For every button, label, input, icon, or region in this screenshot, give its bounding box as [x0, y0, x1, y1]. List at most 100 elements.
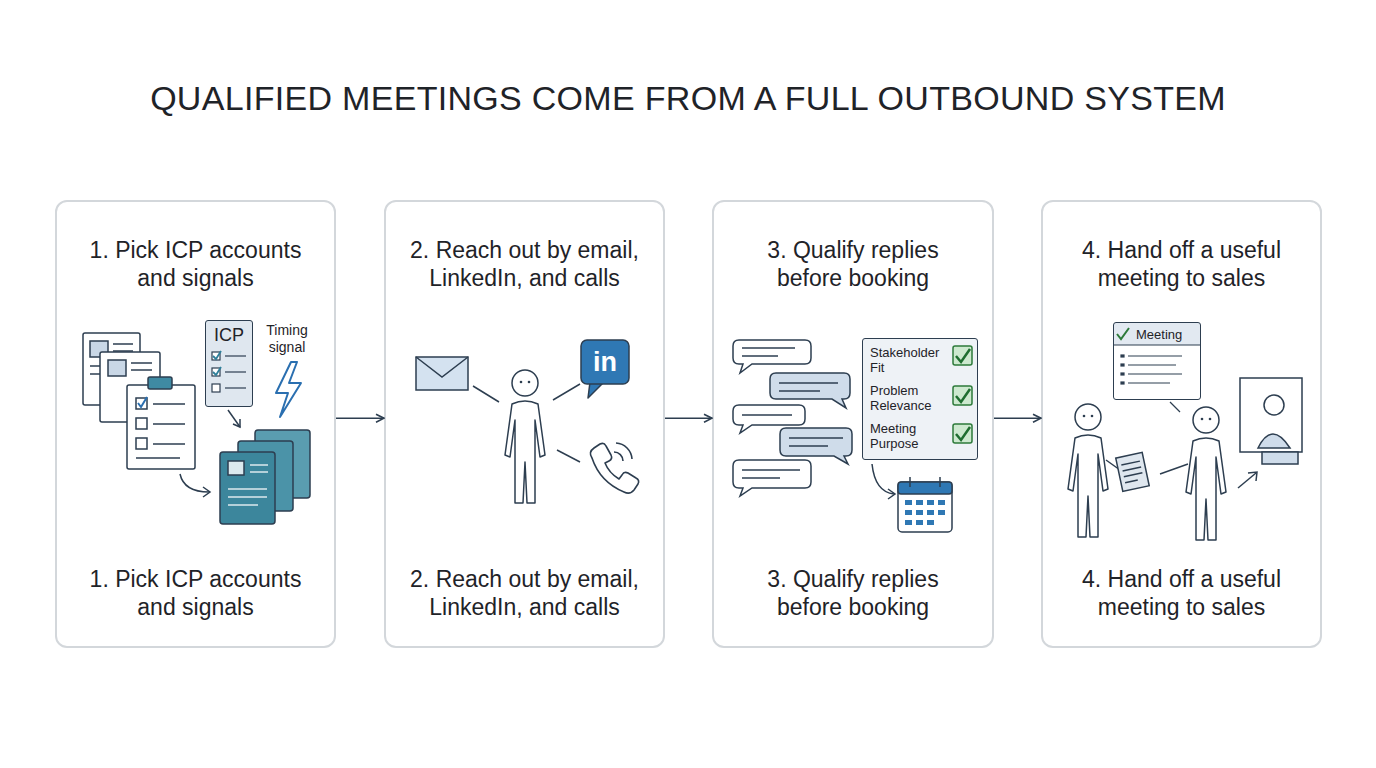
flow-arrow	[994, 417, 1041, 419]
video-monitor-part	[1248, 472, 1257, 481]
icp-card: ICP	[205, 320, 253, 407]
calendar-icon-part-part	[938, 510, 945, 515]
video-monitor	[1238, 378, 1302, 488]
reply-bubbles	[733, 340, 852, 496]
handoff-document-part-part	[1116, 452, 1149, 491]
envelope-icon-part	[416, 357, 468, 390]
reply-bubbles-part	[779, 382, 838, 384]
video-monitor-part	[1240, 378, 1302, 452]
document-stack-part	[131, 369, 152, 371]
reply-bubbles-part	[742, 414, 792, 416]
flow-arrow	[665, 417, 712, 419]
meeting-card-detail-part	[1117, 328, 1129, 339]
step-heading-repeat: 4. Hand off a useful meeting to sales	[1063, 565, 1301, 621]
calendar-icon-part	[898, 482, 952, 494]
document-stack-part	[136, 457, 180, 459]
check-boxes-part	[956, 427, 970, 440]
step-heading: 4. Hand off a useful meeting to sales	[1063, 236, 1301, 292]
calendar-icon-part-part	[916, 520, 923, 525]
document-stack-part	[138, 397, 147, 407]
calendar-icon	[898, 477, 952, 532]
sdr-figure	[1068, 404, 1108, 537]
calendar-icon-part	[898, 482, 952, 532]
flow-arrow	[336, 417, 384, 419]
icp-checklist-part	[225, 371, 246, 372]
phone-icon-part	[616, 443, 632, 459]
calendar-icon-part-part	[905, 520, 912, 525]
document-stack-part	[131, 362, 152, 364]
linkedin-icon-part	[581, 340, 629, 384]
video-monitor-part	[1264, 395, 1284, 415]
linkedin-icon	[581, 340, 629, 398]
channel-links-part	[553, 384, 580, 400]
phone-icon	[590, 443, 638, 493]
reply-bubbles-part	[770, 373, 850, 408]
timing-signal-label: Timing signal	[257, 322, 317, 356]
account-stack-part	[228, 488, 267, 490]
step-heading-repeat: 3. Qualify replies before booking	[734, 565, 972, 621]
icp-checklist-part	[212, 384, 220, 392]
meeting-card-detail-part	[1114, 344, 1200, 345]
document-stack-part	[153, 443, 185, 445]
account-stack-part	[220, 452, 275, 524]
reply-bubbles-part	[733, 460, 811, 496]
icp-checklist-part	[225, 355, 246, 356]
calendar-icon-part-part	[916, 510, 923, 515]
document-stack-part	[153, 423, 185, 425]
icp-arrow	[228, 410, 240, 427]
icp-checklist-part	[212, 368, 220, 376]
step-heading: 2. Reach out by email, LinkedIn, and cal…	[406, 236, 644, 292]
document-stack-part	[127, 385, 195, 469]
document-stack	[83, 333, 210, 497]
handoff-document-part-part	[1123, 467, 1142, 471]
handoff-document-part-part	[1124, 473, 1143, 477]
reply-bubbles-part	[780, 428, 852, 464]
video-monitor-part	[1238, 473, 1256, 488]
lightning-icon	[276, 362, 301, 417]
calendar-icon-part	[909, 477, 911, 487]
check-boxes	[953, 346, 972, 443]
calendar-icon-part	[905, 500, 945, 525]
reply-bubbles-part	[742, 355, 778, 357]
calendar-icon-part-part	[938, 500, 945, 505]
linkedin-logo-text: in	[581, 345, 629, 379]
document-stack-part	[136, 418, 147, 429]
video-monitor-part	[1258, 434, 1290, 448]
calendar-icon-part-part	[927, 510, 934, 515]
check-boxes-part	[953, 346, 972, 365]
channel-links-part	[557, 450, 580, 462]
account-stack-part	[250, 464, 268, 466]
phone-icon-part	[590, 443, 638, 493]
envelope-icon	[416, 357, 468, 390]
card-label: Problem Relevance	[870, 383, 950, 413]
reply-bubbles-part	[742, 469, 800, 471]
document-stack-part	[153, 403, 185, 405]
meeting-card-detail-part	[1128, 364, 1176, 365]
calendar-icon-part-part	[905, 500, 912, 505]
reply-bubbles-part	[789, 437, 843, 439]
document-stack-part	[108, 360, 126, 376]
meeting-card-detail-part	[1128, 373, 1182, 374]
phone-icon-part	[614, 452, 623, 461]
account-stack-part	[228, 496, 267, 498]
calendar-icon-part-part	[927, 520, 934, 525]
step-heading-repeat: 1. Pick ICP accounts and signals	[77, 565, 315, 621]
reply-bubbles-part	[789, 445, 828, 447]
video-monitor-part	[1262, 452, 1298, 464]
meeting-card-detail-part	[1128, 382, 1170, 383]
lightning-icon-part	[276, 362, 301, 417]
icp-checklist	[212, 351, 246, 392]
calendar-icon-part-part	[916, 500, 923, 505]
handoff-document-part	[1116, 452, 1149, 491]
document-stack-part	[180, 474, 209, 492]
meeting-card: Meeting	[1113, 322, 1201, 400]
icp-checklist-part	[212, 352, 220, 360]
account-stack-part	[228, 461, 244, 475]
meeting-card-detail-part	[1121, 364, 1124, 366]
envelope-icon-part	[416, 357, 468, 377]
booking-arrow	[872, 464, 895, 499]
meeting-card-detail-part	[1121, 355, 1124, 357]
